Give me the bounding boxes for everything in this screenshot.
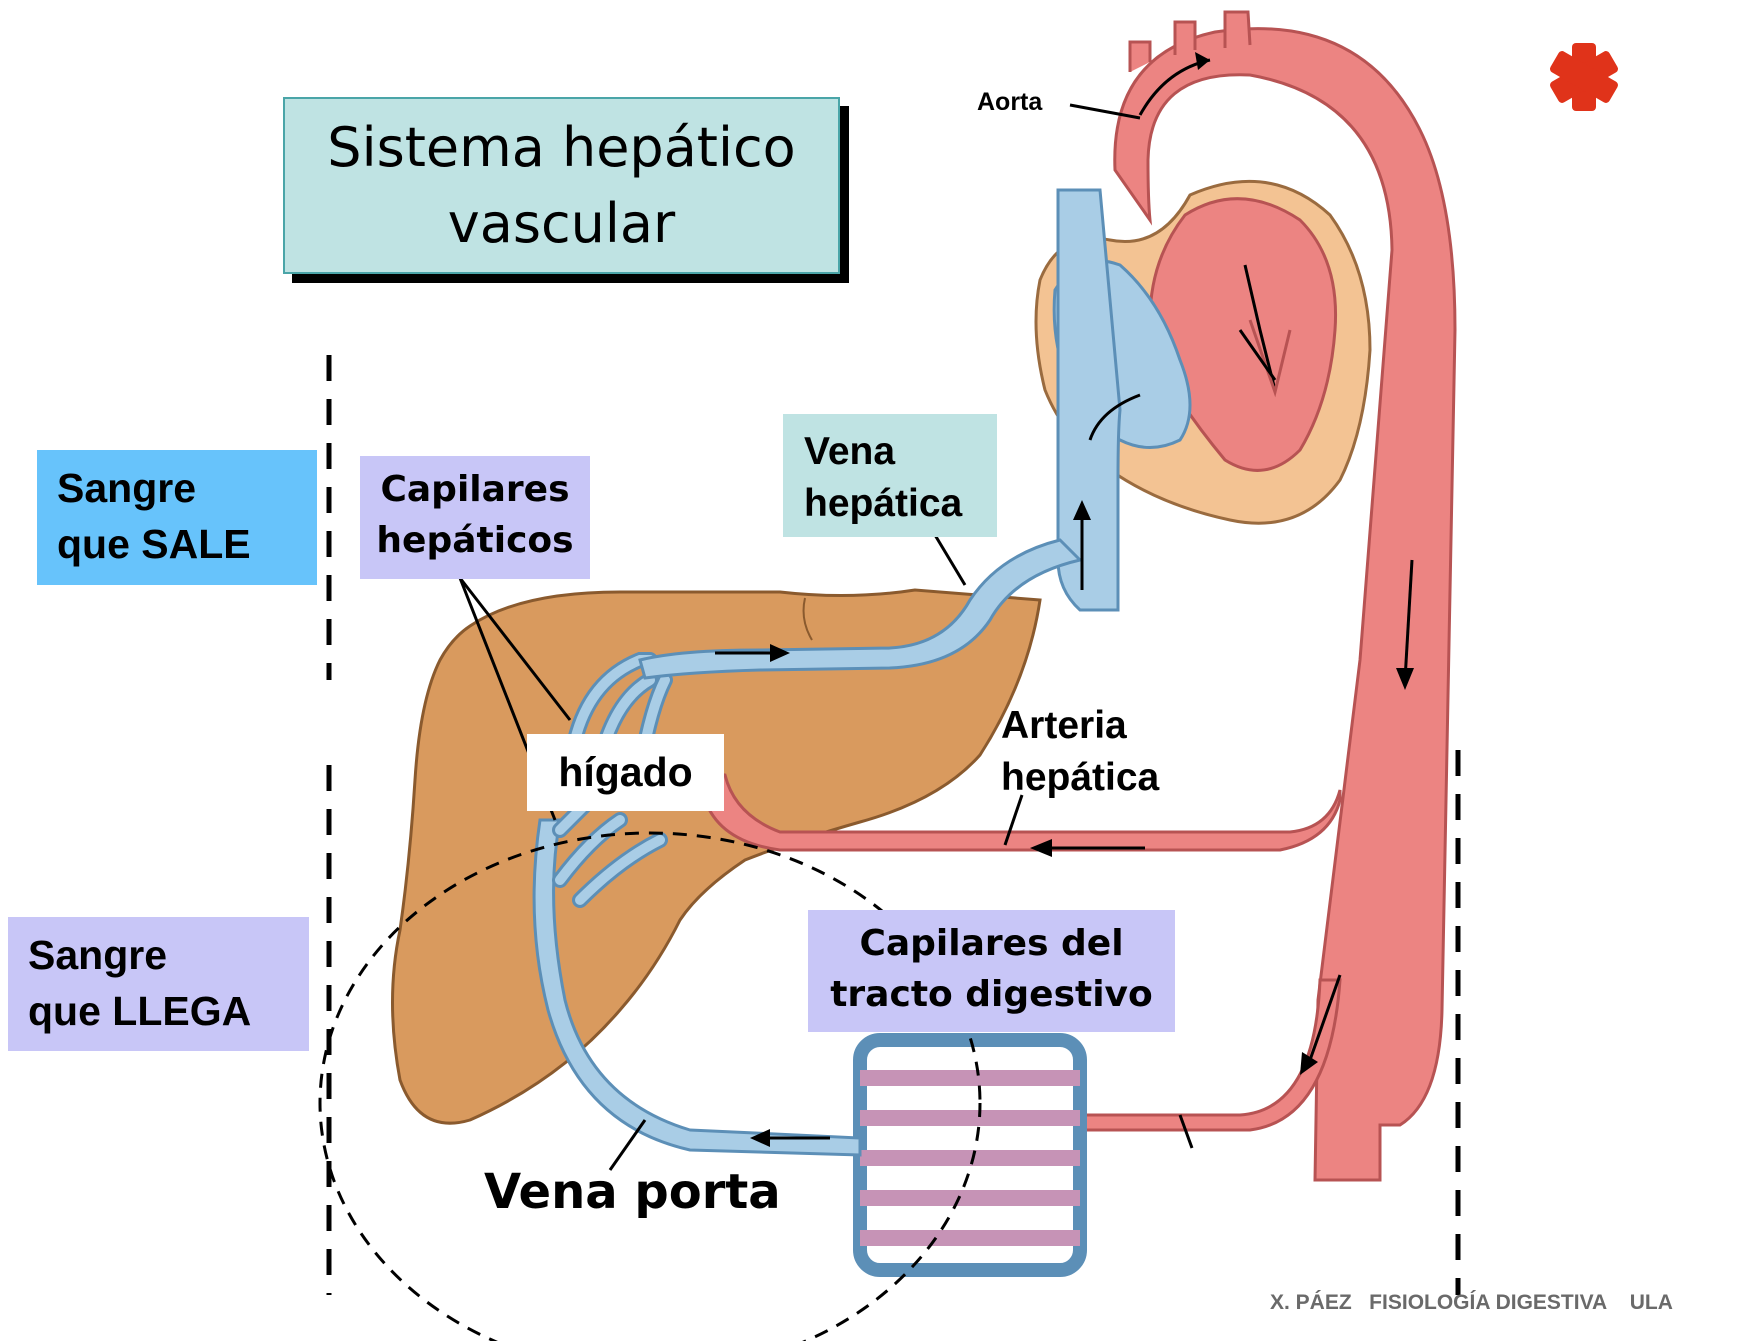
aorta-label: Aorta (977, 88, 1042, 117)
aorta-branch-2 (1175, 22, 1195, 55)
footer-credit: X. PÁEZ FISIOLOGÍA DIGESTIVA ULA (1270, 1291, 1673, 1315)
capilares-hepaticos-label: Capilares hepáticos (360, 456, 590, 579)
asterisk-icon (1549, 43, 1620, 111)
vena-porta-label: Vena porta (484, 1164, 781, 1220)
arteria-hepatica-label: Arteria hepática (1001, 700, 1159, 804)
higado-label: hígado (527, 734, 724, 811)
title-text: Sistema hepático vascular (327, 110, 795, 262)
sangre-llega-label: Sangre que LLEGA (8, 917, 309, 1051)
vena-hepatica-label: Vena hepática (783, 414, 997, 537)
aorta-branch-3 (1225, 12, 1250, 48)
sangre-sale-label: Sangre que SALE (37, 450, 317, 585)
capilares-tracto-label: Capilares del tracto digestivo (808, 910, 1175, 1032)
digestive-capillaries (860, 1040, 1080, 1270)
page-title: Sistema hepático vascular (283, 97, 840, 274)
